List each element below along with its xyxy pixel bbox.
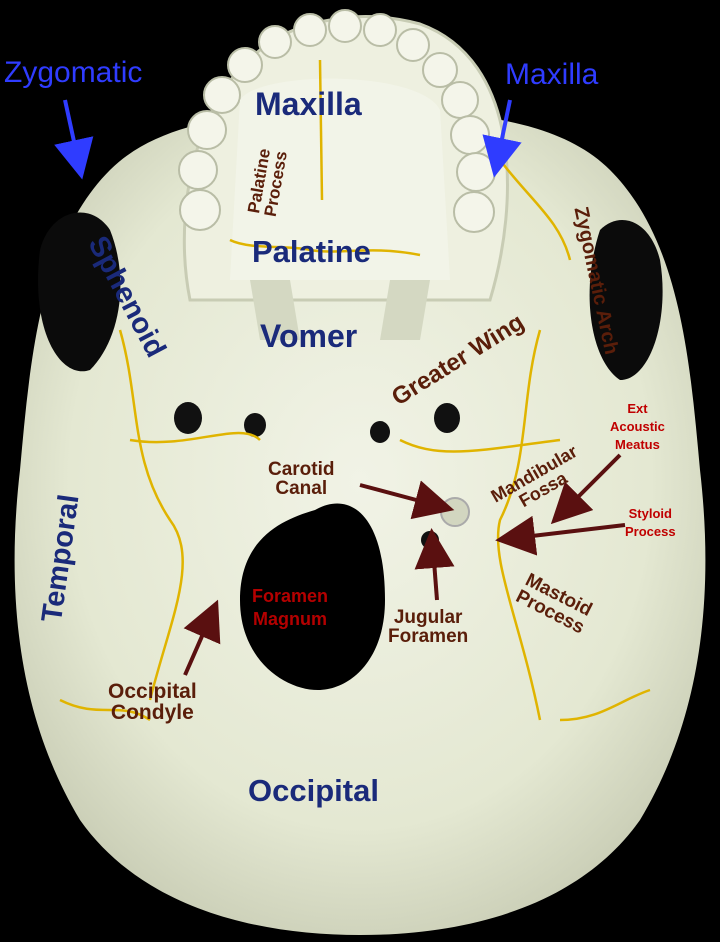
left-orbit [38,212,121,372]
label-maxilla: Maxilla [255,86,362,122]
styloid-arrow [495,515,626,556]
label-occipital: Occipital [248,773,379,808]
zygomatic-arrow [54,99,94,180]
occipital-condyle-arrow [183,599,221,676]
jugular-arrow [414,528,455,601]
label-styloid-process: Styloid Process [625,506,676,540]
label-maxilla-right: Maxilla [505,58,599,91]
teeth [178,9,496,233]
maxilla-arrow [482,99,522,178]
label-ext-acoustic-meatus: Ext Acoustic Meatus [610,401,665,453]
label-carotid-canal: Carotid Canal [268,459,335,499]
label-occipital-condyle: Occipital Condyle [108,680,197,724]
ext-acoustic-arrow [550,453,622,525]
carotid-arrow [359,480,455,520]
right-orbit [589,220,663,380]
label-foramen-magnum: Foramen Magnum [252,586,329,630]
label-palatine: Palatine [252,234,371,269]
label-vomer: Vomer [260,318,358,354]
foramen-magnum [240,503,385,690]
label-zygomatic: Zygomatic [4,56,143,89]
label-jugular-foramen: Jugular Foramen [388,607,469,647]
